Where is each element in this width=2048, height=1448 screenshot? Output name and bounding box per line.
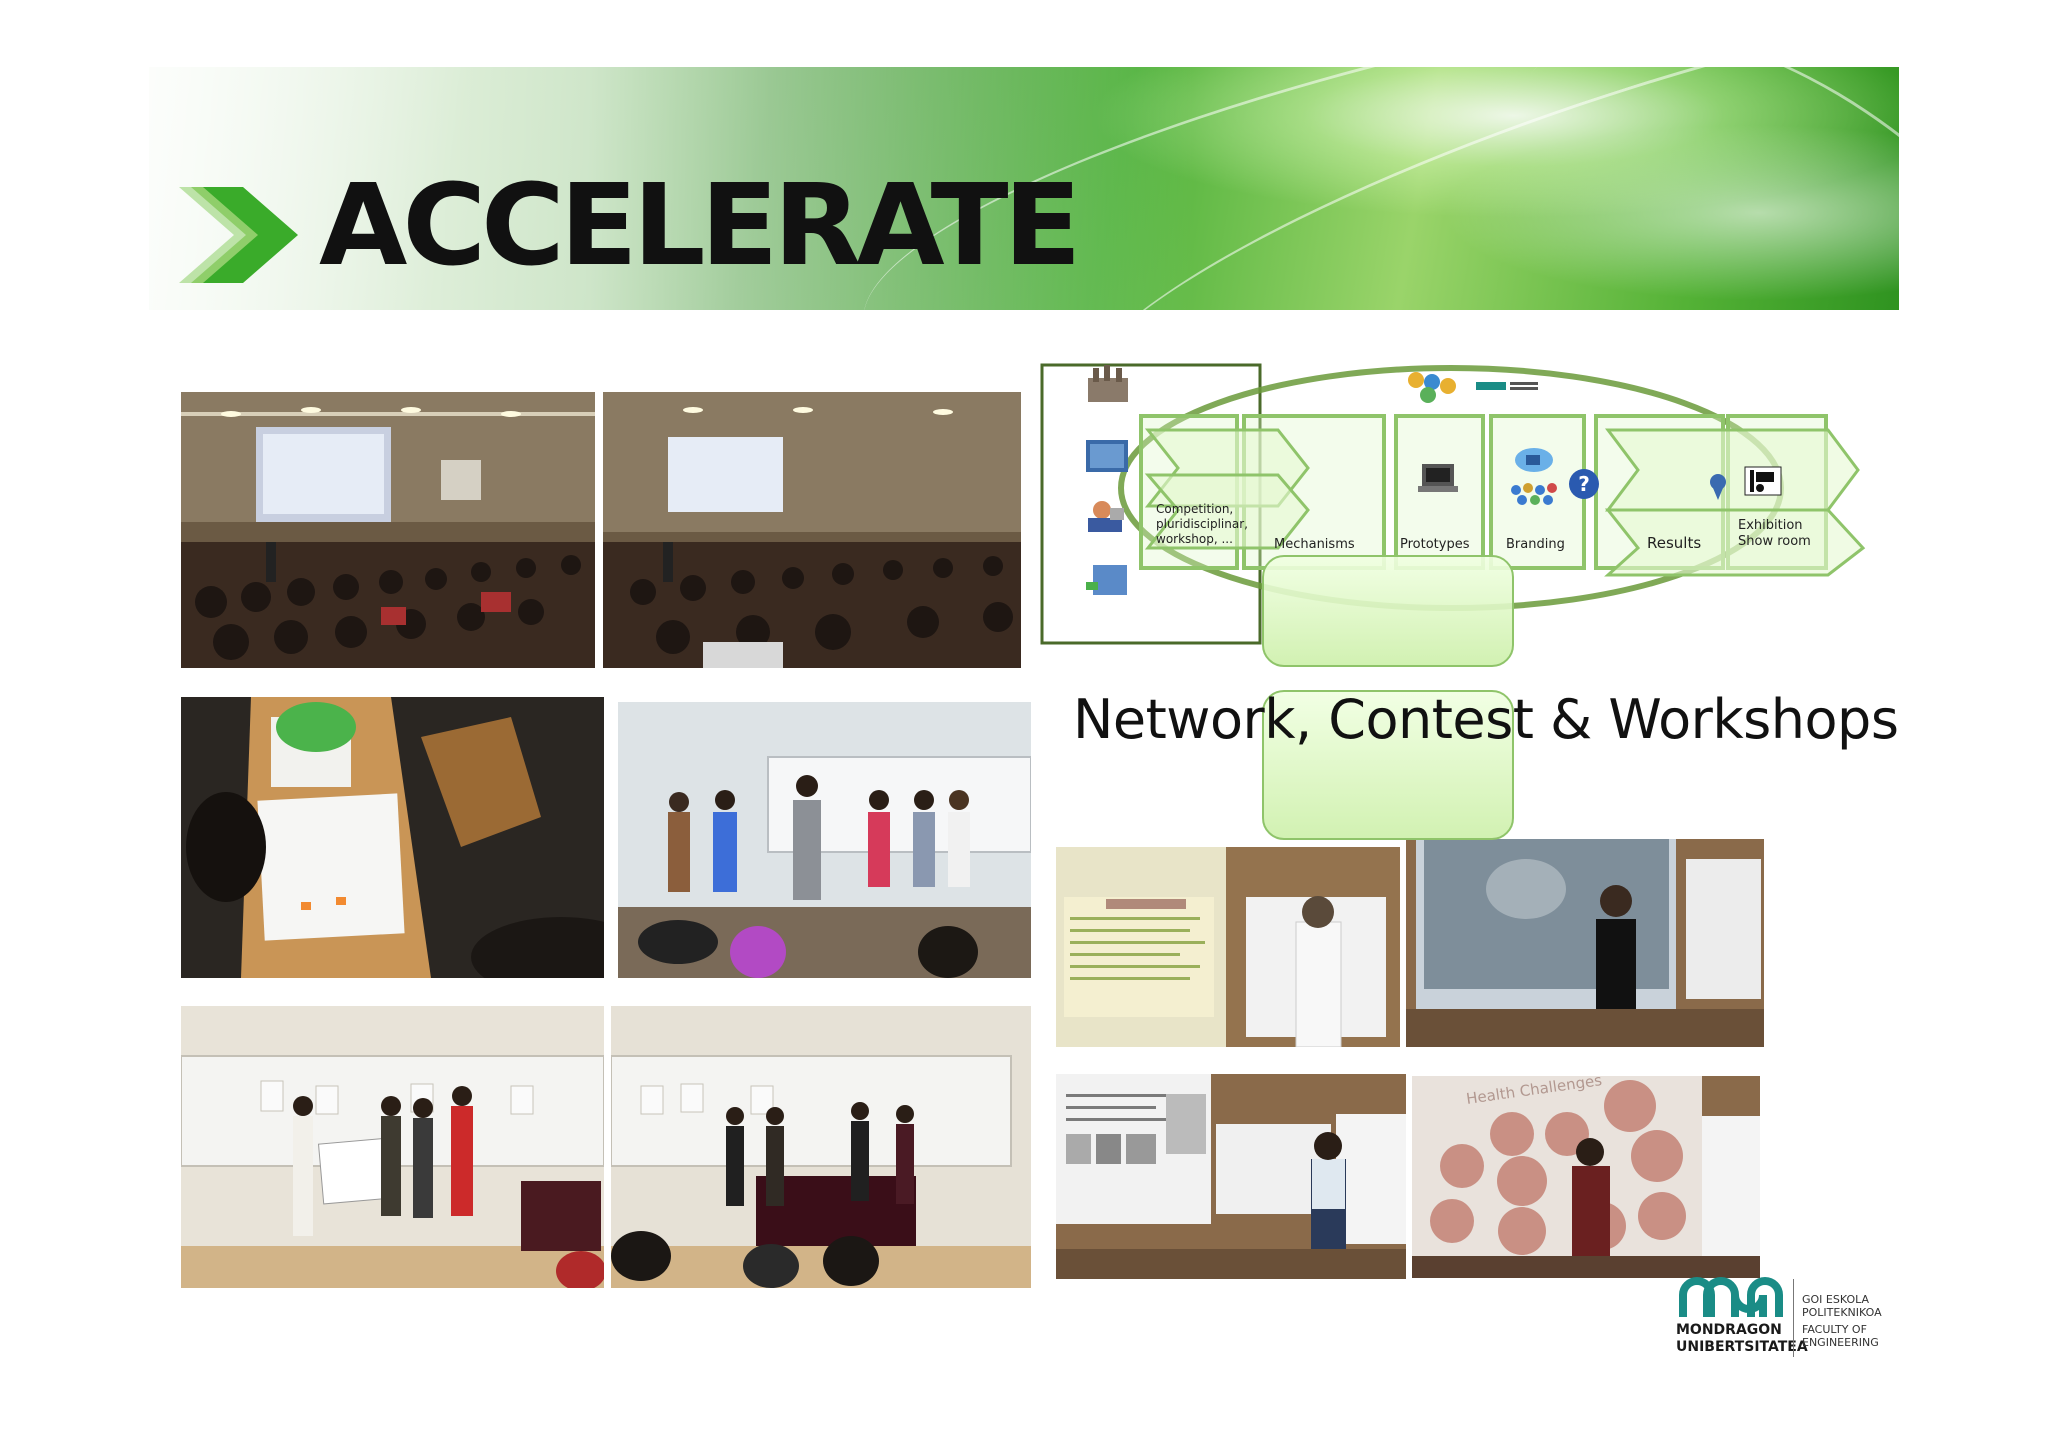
photo-group-presentation-1 [618, 702, 1031, 978]
logo-name: MONDRAGON UNIBERTSITATEA [1676, 1322, 1808, 1356]
crowd-icon [1511, 483, 1557, 505]
people-group-icon [1408, 372, 1456, 403]
decor-bubble-bottom [1262, 690, 1514, 840]
logo-name-line1: MONDRAGON [1676, 1322, 1782, 1338]
mondragon-logo-mark-icon [1679, 1277, 1783, 1317]
presentation-icon [1744, 466, 1782, 496]
logo-separator [1793, 1279, 1794, 1357]
photo-speaker-1 [1056, 847, 1400, 1047]
photo-lecture-hall-2 [603, 392, 1021, 668]
tablet-device-icon [1418, 464, 1458, 492]
section-caption: Network, Contest & Workshops [1073, 688, 1899, 751]
process-diagram-graphic: ? [1040, 363, 1866, 645]
banner-fade [149, 67, 1249, 310]
factory-icon [1088, 365, 1128, 402]
logo-name-line2: UNIBERTSITATEA [1676, 1339, 1808, 1355]
step-label-results: Results [1647, 534, 1702, 552]
chevron-right-icon [179, 187, 298, 283]
logo-sub-line1: GOI ESKOLA [1802, 1293, 1870, 1306]
mondragon-mini-logo-icon [1476, 382, 1538, 390]
award-ribbon-icon [1710, 474, 1726, 500]
step-label-prototypes: Prototypes [1400, 537, 1470, 552]
logo-sub-line3: FACULTY OF [1802, 1323, 1867, 1336]
step-label-mechanisms: Mechanisms [1274, 537, 1355, 552]
photo-panel-presentation [611, 1006, 1031, 1288]
building-icon [1086, 440, 1128, 472]
process-diagram: ? Competition, pluridisciplinar, worksho… [1038, 360, 1868, 660]
step-label-exhibition: Exhibition Show room [1738, 518, 1811, 550]
mondragon-logo: MONDRAGON UNIBERTSITATEA GOI ESKOLA POLI… [1676, 1277, 1886, 1362]
decor-bubble-top [1262, 555, 1514, 667]
photo-lecture-hall-1 [181, 392, 595, 668]
photo-speaker-2 [1406, 839, 1764, 1047]
video-camera-icon [1515, 448, 1553, 472]
photo-speaker-3 [1056, 1074, 1406, 1279]
banner-title: ACCELERATE [319, 161, 1082, 291]
step-label-branding: Branding [1506, 537, 1565, 552]
header-banner: ACCELERATE [149, 67, 1899, 310]
photo-desk-workshop [181, 697, 604, 978]
step-label-competition: Competition, pluridisciplinar, workshop,… [1156, 502, 1248, 546]
photo-poster-presentation [181, 1006, 604, 1288]
photo-health-challenges: Health Challenges [1412, 1076, 1760, 1278]
logo-sub-line2: POLITEKNIKOA [1802, 1306, 1882, 1319]
office-building-icon [1086, 565, 1127, 595]
person-computer-icon [1088, 501, 1124, 532]
svg-text:?: ? [1578, 472, 1590, 496]
question-mark-icon: ? [1569, 469, 1599, 499]
logo-sub-line4: ENGINEERING [1802, 1336, 1879, 1349]
